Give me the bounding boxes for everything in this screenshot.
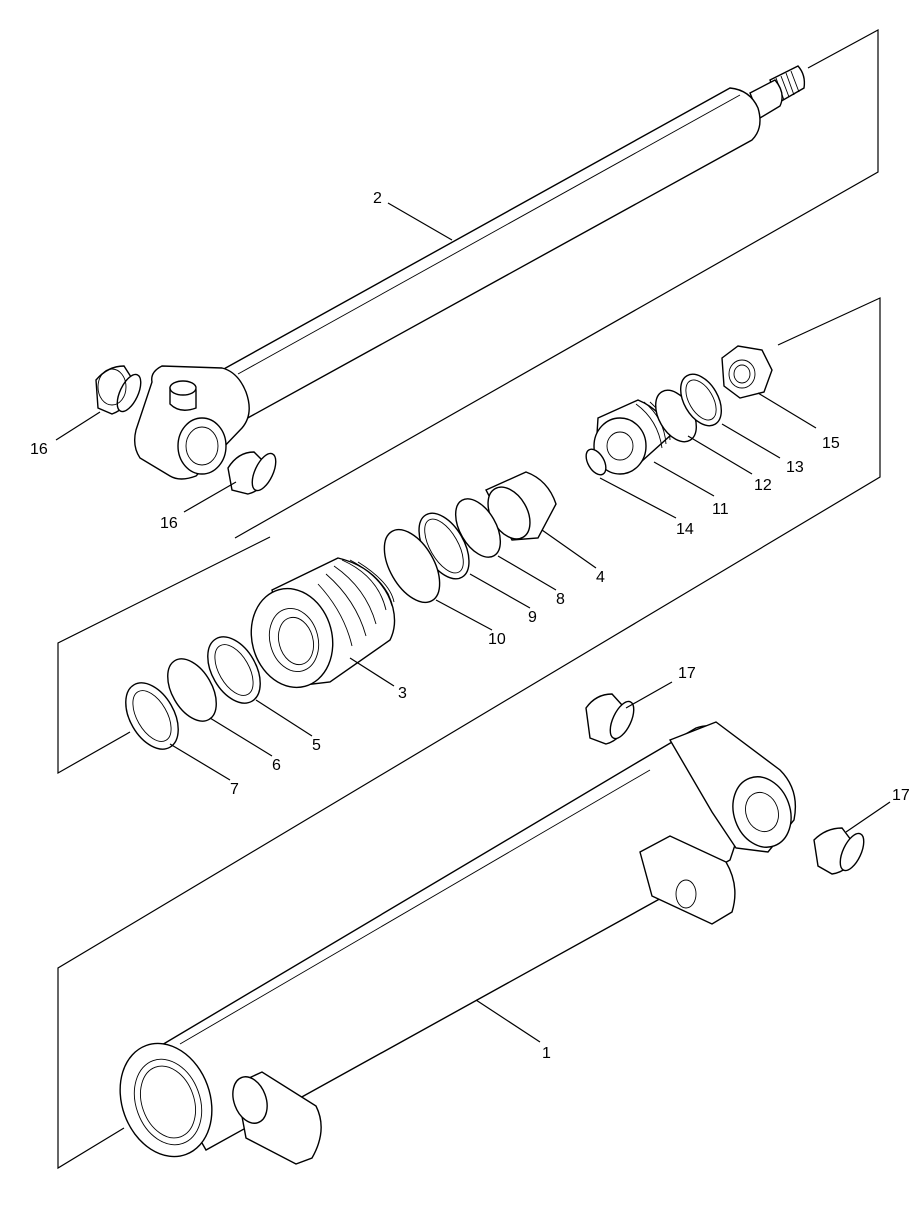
callout-12: 12 xyxy=(754,477,772,494)
piston-rod xyxy=(133,65,806,480)
callout-11: 11 xyxy=(712,501,729,518)
gland-3 xyxy=(250,557,396,689)
callout-1: 1 xyxy=(542,1045,551,1062)
callout-8: 8 xyxy=(556,591,565,608)
wear-ring-4 xyxy=(485,471,557,541)
rod-group-outline xyxy=(234,28,879,539)
callout-9: 9 xyxy=(528,609,537,626)
callout-7: 7 xyxy=(230,781,239,798)
callout-6: 6 xyxy=(272,757,281,774)
wiper-7 xyxy=(125,682,179,750)
o-ring-6 xyxy=(167,658,217,722)
callout-2: 2 xyxy=(373,190,382,207)
piston-group-outline xyxy=(57,297,881,1170)
callout-16-upper: 16 xyxy=(30,441,48,458)
callout-17-upper: 17 xyxy=(678,665,696,682)
ring-5 xyxy=(207,636,261,704)
callout-13: 13 xyxy=(786,459,804,476)
ring-13 xyxy=(679,373,723,427)
callout-14: 14 xyxy=(676,521,694,538)
o-ring-10 xyxy=(383,528,441,604)
bushing-17-lower xyxy=(813,827,865,875)
callout-10: 10 xyxy=(488,631,506,648)
callout-3: 3 xyxy=(398,685,407,702)
bushing-17-upper xyxy=(585,693,635,745)
callout-15: 15 xyxy=(822,435,840,452)
leader-lines xyxy=(55,202,891,1043)
bushing-16-upper xyxy=(95,365,142,415)
callout-17-lower: 17 xyxy=(892,787,910,804)
gland-group-outline xyxy=(57,536,271,775)
callout-4: 4 xyxy=(596,569,605,586)
callout-labels: 2 16 16 15 13 12 11 14 4 8 9 10 3 5 6 7 … xyxy=(30,190,910,1062)
bushing-16-lower xyxy=(227,451,277,495)
callout-16-lower: 16 xyxy=(160,515,178,532)
cylinder-barrel-1 xyxy=(119,721,797,1165)
callout-5: 5 xyxy=(312,737,321,754)
piston-11 xyxy=(593,399,673,475)
o-ring-14 xyxy=(585,448,607,476)
nut-15 xyxy=(721,345,773,399)
